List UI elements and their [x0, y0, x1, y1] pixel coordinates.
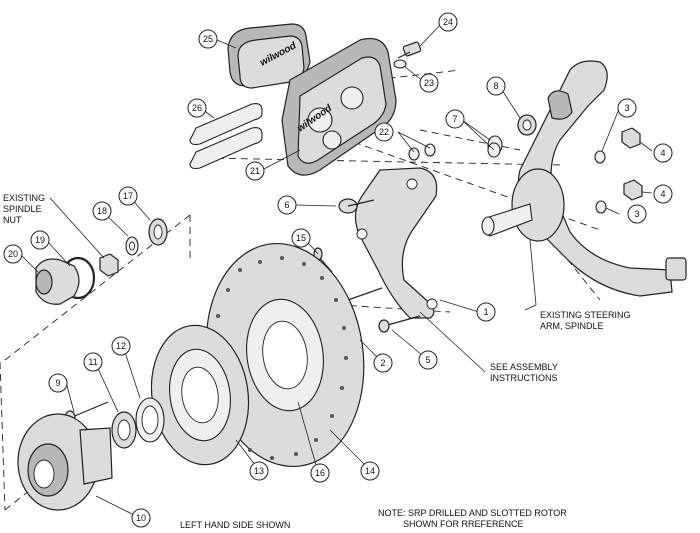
- svg-text:INSTRUCTIONS: INSTRUCTIONS: [490, 373, 558, 383]
- callout-3b: 3: [627, 204, 647, 224]
- svg-text:21: 21: [250, 166, 260, 176]
- caliper: wilwood: [281, 37, 397, 176]
- dust-cap-20: [35, 258, 80, 305]
- callout-2: 2: [373, 353, 393, 373]
- callout-13: 13: [249, 461, 269, 481]
- svg-text:25: 25: [203, 34, 213, 44]
- svg-text:EXISTING STEERING: EXISTING STEERING: [540, 310, 631, 320]
- svg-text:19: 19: [35, 235, 45, 245]
- svg-text:24: 24: [443, 17, 453, 27]
- callout-7: 7: [445, 109, 465, 129]
- callout-26: 26: [187, 98, 207, 118]
- existing-steering-arm-label: EXISTING STEERING ARM, SPINDLE: [540, 310, 631, 331]
- spacer-8: [517, 114, 537, 136]
- svg-text:6: 6: [284, 200, 289, 210]
- svg-text:12: 12: [116, 341, 126, 351]
- callout-5: 5: [418, 350, 438, 370]
- svg-text:13: 13: [254, 466, 264, 476]
- svg-text:3: 3: [634, 209, 639, 219]
- callout-12: 12: [111, 336, 131, 356]
- washers-22: [408, 143, 436, 161]
- svg-text:15: 15: [296, 233, 306, 243]
- callout-9: 9: [48, 373, 68, 393]
- mounting-bracket: [354, 167, 438, 319]
- callout-22: 22: [374, 122, 394, 142]
- svg-text:9: 9: [55, 378, 60, 388]
- svg-text:2: 2: [380, 358, 385, 368]
- callout-24: 24: [438, 12, 458, 32]
- nut-4-upper: [621, 127, 641, 149]
- callout-4b: 4: [653, 184, 673, 204]
- note-label: NOTE: SRP DRILLED AND SLOTTED ROTOR SHOW…: [378, 508, 567, 529]
- left-hand-side-label: LEFT HAND SIDE SHOWN: [180, 520, 290, 530]
- callout-20: 20: [3, 244, 23, 264]
- outer-bearing-17: [148, 218, 168, 246]
- existing-spindle-nut-label: EXISTING SPINDLE NUT: [3, 193, 45, 225]
- svg-text:14: 14: [365, 466, 375, 476]
- spindle-nut: [99, 253, 119, 277]
- svg-text:22: 22: [379, 127, 389, 137]
- bearing-11: [111, 411, 137, 449]
- nut-4-lower: [623, 179, 643, 201]
- seal-12: [135, 397, 165, 443]
- hub: [17, 413, 113, 511]
- svg-text:8: 8: [493, 81, 498, 91]
- washer-3-upper: [594, 150, 606, 164]
- svg-text:23: 23: [424, 78, 434, 88]
- svg-text:4: 4: [660, 189, 665, 199]
- svg-text:4: 4: [660, 148, 665, 158]
- svg-text:7: 7: [452, 114, 457, 124]
- svg-text:NUT: NUT: [3, 215, 22, 225]
- callout-18: 18: [92, 201, 112, 221]
- bracket-bolt-6: [338, 198, 375, 214]
- pad-shims: [189, 103, 263, 170]
- caliper-bolt-24: [393, 41, 422, 69]
- callout-3a: 3: [617, 98, 637, 118]
- callouts: 1 2 3 3 4 4 5 6 7 8 9 10 11 12 13 14 15 …: [3, 12, 673, 528]
- svg-text:20: 20: [8, 249, 18, 259]
- callout-23: 23: [419, 73, 439, 93]
- callout-6: 6: [277, 195, 297, 215]
- callout-17: 17: [118, 186, 138, 206]
- brake-pads: wilwood: [227, 23, 311, 89]
- svg-text:EXISTING: EXISTING: [3, 193, 45, 203]
- svg-text:SHOWN FOR RREFERENCE: SHOWN FOR RREFERENCE: [403, 519, 524, 529]
- svg-text:NOTE: SRP DRILLED AND SLOTTED: NOTE: SRP DRILLED AND SLOTTED ROTOR: [378, 508, 567, 518]
- svg-text:10: 10: [136, 513, 146, 523]
- long-bolt-5: [378, 315, 421, 333]
- callout-14: 14: [360, 461, 380, 481]
- callout-25: 25: [198, 29, 218, 49]
- leader-lines: [19, 21, 653, 519]
- callout-1: 1: [476, 302, 496, 322]
- svg-text:16: 16: [315, 468, 325, 478]
- existing-spindle-steering-arm: [481, 60, 687, 297]
- svg-text:26: 26: [192, 103, 202, 113]
- see-assembly-label: SEE ASSEMBLY INSTRUCTIONS: [490, 362, 558, 383]
- svg-text:11: 11: [88, 357, 97, 367]
- rotor-hat: [150, 324, 250, 466]
- svg-text:5: 5: [425, 355, 430, 365]
- washer-18: [125, 236, 139, 256]
- svg-text:SEE ASSEMBLY: SEE ASSEMBLY: [490, 362, 558, 372]
- callout-21: 21: [245, 161, 265, 181]
- svg-text:18: 18: [97, 206, 107, 216]
- callout-4a: 4: [653, 143, 673, 163]
- callout-16: 16: [310, 463, 330, 483]
- callout-8: 8: [486, 76, 506, 96]
- svg-text:3: 3: [624, 103, 629, 113]
- callout-11: 11: [83, 352, 103, 372]
- callout-15: 15: [291, 228, 311, 248]
- long-bolt-2: [347, 287, 383, 301]
- callout-10: 10: [131, 508, 151, 528]
- svg-text:1: 1: [483, 307, 488, 317]
- callout-19: 19: [30, 230, 50, 250]
- washer-3-lower: [595, 200, 607, 214]
- svg-text:ARM, SPINDLE: ARM, SPINDLE: [540, 321, 604, 331]
- svg-text:SPINDLE: SPINDLE: [3, 204, 42, 214]
- svg-text:17: 17: [123, 191, 133, 201]
